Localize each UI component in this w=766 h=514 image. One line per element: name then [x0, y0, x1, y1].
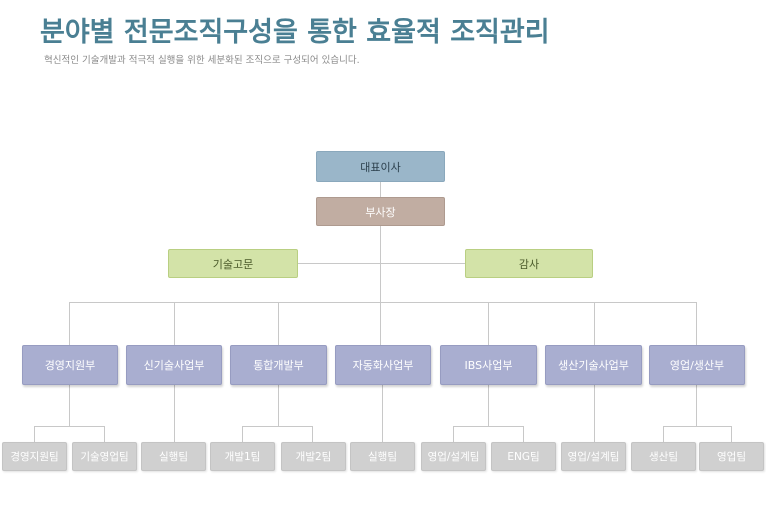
page-subtitle: 혁신적인 기술개발과 적극적 실행을 위한 세분화된 조직으로 구성되어 있습니… [44, 55, 360, 66]
division-automation: 자동화사업부 [335, 345, 431, 385]
division-management-support: 경영지원부 [22, 345, 118, 385]
vice-president-box: 부사장 [316, 197, 445, 226]
team-sales-design-1: 영업/설계팀 [421, 442, 486, 471]
division-new-technology: 신기술사업부 [126, 345, 222, 385]
team-technical-sales: 기술영업팀 [72, 442, 137, 471]
team-execution-1: 실행팀 [141, 442, 206, 471]
team-development-1: 개발1팀 [210, 442, 275, 471]
division-production-technology: 생산기술사업부 [545, 345, 642, 385]
team-sales: 영업팀 [699, 442, 764, 471]
team-production: 생산팀 [631, 442, 696, 471]
team-management-support: 경영지원팀 [2, 442, 67, 471]
page-title: 분야별 전문조직구성을 통한 효율적 조직관리 [40, 17, 550, 48]
team-development-2: 개발2팀 [281, 442, 346, 471]
division-sales-production: 영업/생산부 [649, 345, 745, 385]
team-sales-design-2: 영업/설계팀 [561, 442, 626, 471]
division-integrated-development: 통합개발부 [230, 345, 327, 385]
auditor-box: 감사 [465, 249, 593, 278]
technical-advisor-box: 기술고문 [168, 249, 298, 278]
division-ibs: IBS사업부 [440, 345, 537, 385]
team-execution-2: 실행팀 [350, 442, 415, 471]
team-engineering: ENG팀 [491, 442, 556, 471]
ceo-box: 대표이사 [316, 151, 445, 182]
